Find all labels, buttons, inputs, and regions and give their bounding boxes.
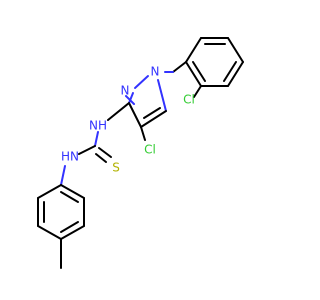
bond-ring-b-4 <box>60 225 85 240</box>
atom-label-layer: Cl N N Cl NH HN S <box>61 65 195 175</box>
bond-n1-n2 <box>134 75 149 89</box>
bond-c4-c3 <box>128 102 142 128</box>
atom-label-hn-lower: HN <box>61 150 79 164</box>
bond-thiocarbonyl-s-2 <box>98 147 112 158</box>
atom-label-sulfur: S <box>112 161 120 175</box>
bond-ring-a-6 <box>185 61 202 87</box>
atom-label-cl-benzyl: Cl <box>183 93 195 107</box>
bond-ring-b-double-3 <box>60 191 79 203</box>
bond-ring-b-3 <box>37 225 62 240</box>
bond-c3-n2 <box>128 92 134 104</box>
bond-ring-b-6 <box>60 184 85 199</box>
atom-label-nh-upper: NH <box>89 119 107 133</box>
bond-layer <box>37 37 244 269</box>
bond-ring-a-1 <box>185 37 202 63</box>
atom-label-n2: N <box>121 84 130 98</box>
atom-label-cl-pyrazole: Cl <box>144 143 156 157</box>
bond-ring-a-double-3 <box>192 61 206 82</box>
bond-benzyl-ch2 <box>172 61 187 73</box>
bond-ring-b-1 <box>37 184 62 199</box>
bond-nh-thiocarbonyl <box>94 131 99 147</box>
bond-ring-b-double-2 <box>60 221 79 233</box>
bond-n1-c5 <box>157 79 167 112</box>
molecule-structure: Cl N N Cl NH HN S <box>37 37 244 269</box>
bond-aryl-cl <box>193 85 202 98</box>
bond-pyrazole-double-2 <box>125 95 135 105</box>
bond-pyrazole-double-1 <box>143 107 161 119</box>
bond-hn-aryl <box>60 165 66 186</box>
atom-label-n1: N <box>151 65 160 79</box>
bond-c4-cl <box>140 126 146 141</box>
bond-thiocarbonyl-nh <box>78 145 96 155</box>
bond-c3-nh <box>107 102 130 121</box>
bond-thiocarbonyl-s-1 <box>95 153 107 163</box>
bond-ring-a-double-2 <box>223 61 237 82</box>
bond-ring-a-4 <box>227 61 244 87</box>
bond-c5-c4 <box>140 110 167 128</box>
bond-ring-a-3 <box>227 37 244 63</box>
